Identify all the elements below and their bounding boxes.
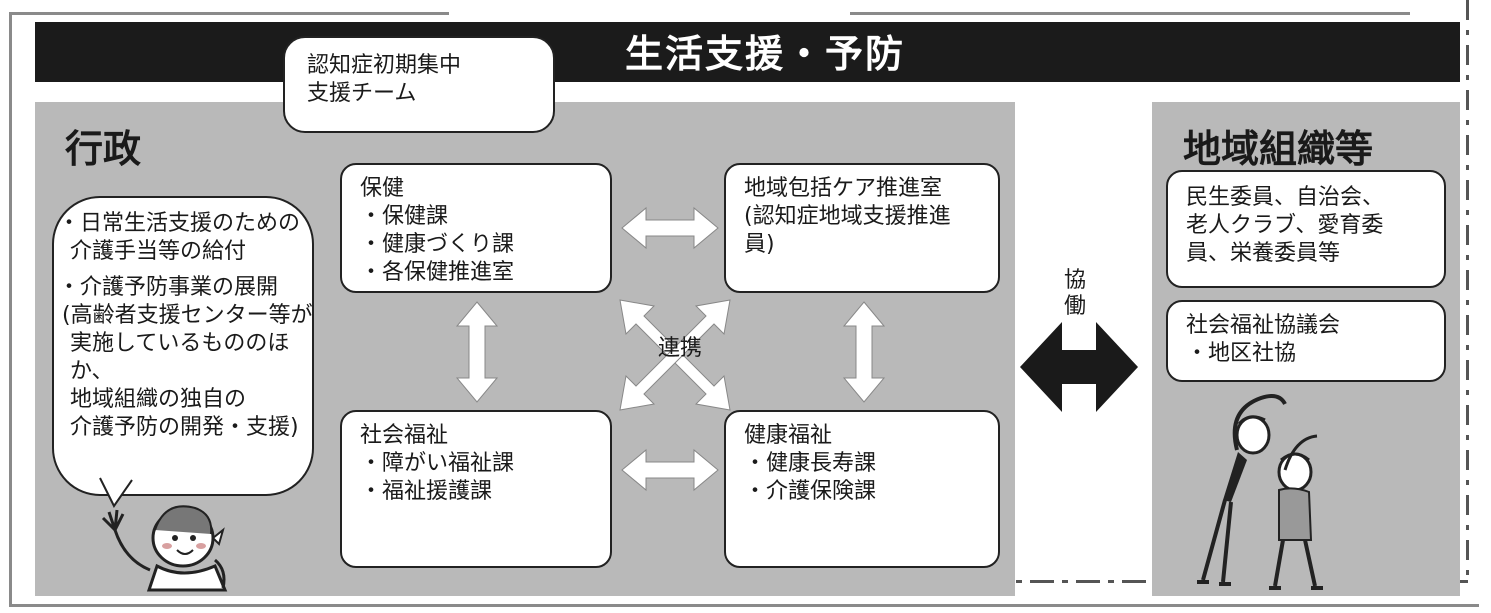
social-welfare-box: 社会福祉 ・障がい福祉課 ・福祉援護課	[340, 410, 612, 568]
cooperation-char1: 協	[1063, 268, 1086, 293]
outer-frame-left	[9, 12, 12, 607]
social-title: 社会福祉	[360, 423, 449, 448]
bubble-item2-line5: 介護予防の開発・支援)	[70, 415, 299, 440]
dementia-support-team-box: 認知症初期集中 支援チーム	[283, 36, 555, 133]
double-arrow-vertical-left	[455, 301, 499, 403]
link-label: 連携	[657, 336, 702, 361]
regional-organization-title: 地域組織等	[1183, 127, 1374, 171]
region1-line1: 民生委員、自治会、	[1186, 185, 1385, 210]
bubble-gap	[58, 266, 316, 274]
header-title: 生活支援・予防	[624, 32, 905, 76]
local-volunteers-box: 民生委員、自治会、 老人クラブ、愛育委 員、栄養委員等	[1166, 170, 1446, 288]
region1-line2: 老人クラブ、愛育委	[1186, 213, 1384, 238]
center-subtitle: (認知症地域支援推進員)	[744, 204, 951, 257]
bubble-item1-line1: ・日常生活支援のための	[58, 211, 301, 236]
header-bar	[35, 22, 1460, 82]
bubble-item2-line3: 実施しているもののほか、	[70, 331, 290, 384]
health-item: ・各保健推進室	[360, 260, 515, 285]
speech-bubble-tail	[99, 476, 134, 508]
diagonal-cross-arrows	[619, 299, 731, 411]
speech-bubble	[52, 196, 314, 496]
bubble-text: ・日常生活支援のための 介護手当等の給付 ・介護予防事業の展開 (高齢者支援セン…	[58, 210, 316, 442]
administration-title: 行政	[65, 127, 142, 171]
welfare-item: ・介護保険課	[744, 479, 877, 504]
support-team-line2: 支援チーム	[307, 81, 417, 106]
community-care-center-box: 地域包括ケア推進室 (認知症地域支援推進員)	[724, 163, 1000, 293]
region2-line2: ・地区社協	[1186, 341, 1297, 366]
double-arrow-horizontal-bottom	[621, 448, 719, 492]
region2-line1: 社会福祉協議会	[1186, 313, 1341, 338]
bubble-item2-line4: 地域組織の独自の	[70, 387, 247, 412]
health-welfare-box: 健康福祉 ・健康長寿課 ・介護保険課	[724, 410, 1000, 568]
outer-frame-top	[9, 12, 449, 15]
welfare-title: 健康福祉	[744, 423, 833, 448]
dashed-border-right	[1466, 0, 1469, 582]
cooperation-char2: 働	[1063, 294, 1086, 319]
bubble-item1-line2: 介護手当等の給付	[70, 239, 247, 264]
welfare-item: ・健康長寿課	[744, 451, 877, 476]
outer-frame-top-right	[850, 12, 1410, 15]
bubble-item2-line1: ・介護予防事業の展開	[58, 275, 279, 300]
social-welfare-council-box: 社会福祉協議会 ・地区社協	[1166, 300, 1446, 382]
support-team-line1: 認知症初期集中	[307, 53, 462, 78]
center-title: 地域包括ケア推進室	[744, 176, 943, 201]
outer-frame-bottom	[9, 604, 1479, 607]
cooperation-label: 協 働	[1060, 268, 1090, 320]
waving-person-icon	[101, 505, 228, 592]
stretching-people-icon	[1197, 394, 1323, 590]
cooperation-double-arrow	[1020, 322, 1138, 412]
health-title: 保健	[360, 176, 405, 201]
double-arrow-horizontal-top	[621, 206, 719, 250]
health-item: ・保健課	[360, 204, 449, 229]
health-box: 保健 ・保健課 ・健康づくり課 ・各保健推進室	[340, 163, 612, 293]
bubble-item2-line2: (高齢者支援センター等が	[62, 303, 313, 328]
health-item: ・健康づくり課	[360, 232, 515, 257]
social-item: ・障がい福祉課	[360, 451, 515, 476]
region1-line3: 員、栄養委員等	[1186, 241, 1341, 266]
social-item: ・福祉援護課	[360, 479, 493, 504]
double-arrow-vertical-right	[842, 301, 886, 403]
